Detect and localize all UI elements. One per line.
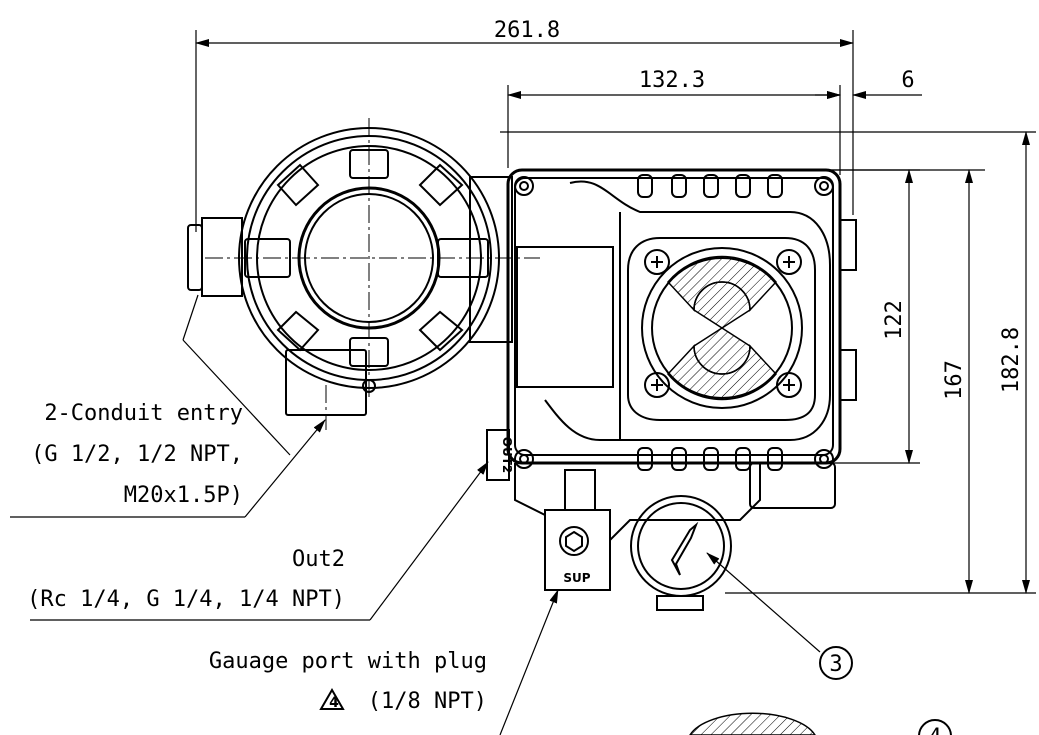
balloon-4 xyxy=(918,719,952,735)
leader-lines xyxy=(10,294,821,735)
dim-overall-height: 182.8 xyxy=(999,327,1024,393)
main-box xyxy=(506,168,857,471)
round-housing xyxy=(187,118,540,430)
sup-tag: SUP xyxy=(563,571,590,585)
callout-out2: Out2 (Rc 1/4, G 1/4, 1/4 NPT) xyxy=(27,547,345,612)
svg-text:M20x1.5P): M20x1.5P) xyxy=(124,483,243,508)
balloon-4-label: 4 xyxy=(928,725,941,735)
out2-tag-box xyxy=(486,429,510,481)
balloon-3-label: 3 xyxy=(829,652,842,677)
svg-text:(G 1/2, 1/2 NPT,: (G 1/2, 1/2 NPT, xyxy=(31,442,243,467)
callout-gauge-port: Gauage port with plug 4 (1/8 NPT) xyxy=(209,649,487,714)
balloon-3 xyxy=(819,646,853,680)
svg-text:(1/8 NPT): (1/8 NPT) xyxy=(368,689,487,714)
dim-offset: 6 xyxy=(901,68,914,93)
indicator-dial xyxy=(627,237,816,421)
dim-overall-width: 261.8 xyxy=(494,18,560,43)
bottom-manifold xyxy=(486,429,836,611)
svg-text:2-Conduit entry: 2-Conduit entry xyxy=(44,401,243,426)
dim-inner-height: 122 xyxy=(882,300,907,340)
svg-text:(Rc 1/4, G 1/4, 1/4 NPT): (Rc 1/4, G 1/4, 1/4 NPT) xyxy=(27,587,345,612)
svg-text:Out2: Out2 xyxy=(292,547,345,572)
svg-text:Gauage port with plug: Gauage port with plug xyxy=(209,649,487,674)
dim-mid-height: 167 xyxy=(942,360,967,400)
callout-conduit: 2-Conduit entry (G 1/2, 1/2 NPT, M20x1.5… xyxy=(31,401,243,508)
dimension-lines xyxy=(195,39,1030,594)
dim-box-width: 132.3 xyxy=(639,68,705,93)
partial-hatched-part xyxy=(689,712,816,735)
svg-text:4: 4 xyxy=(329,695,339,711)
out2-tag: OUT2 xyxy=(500,437,514,473)
triangle-marker-icon xyxy=(319,688,345,710)
